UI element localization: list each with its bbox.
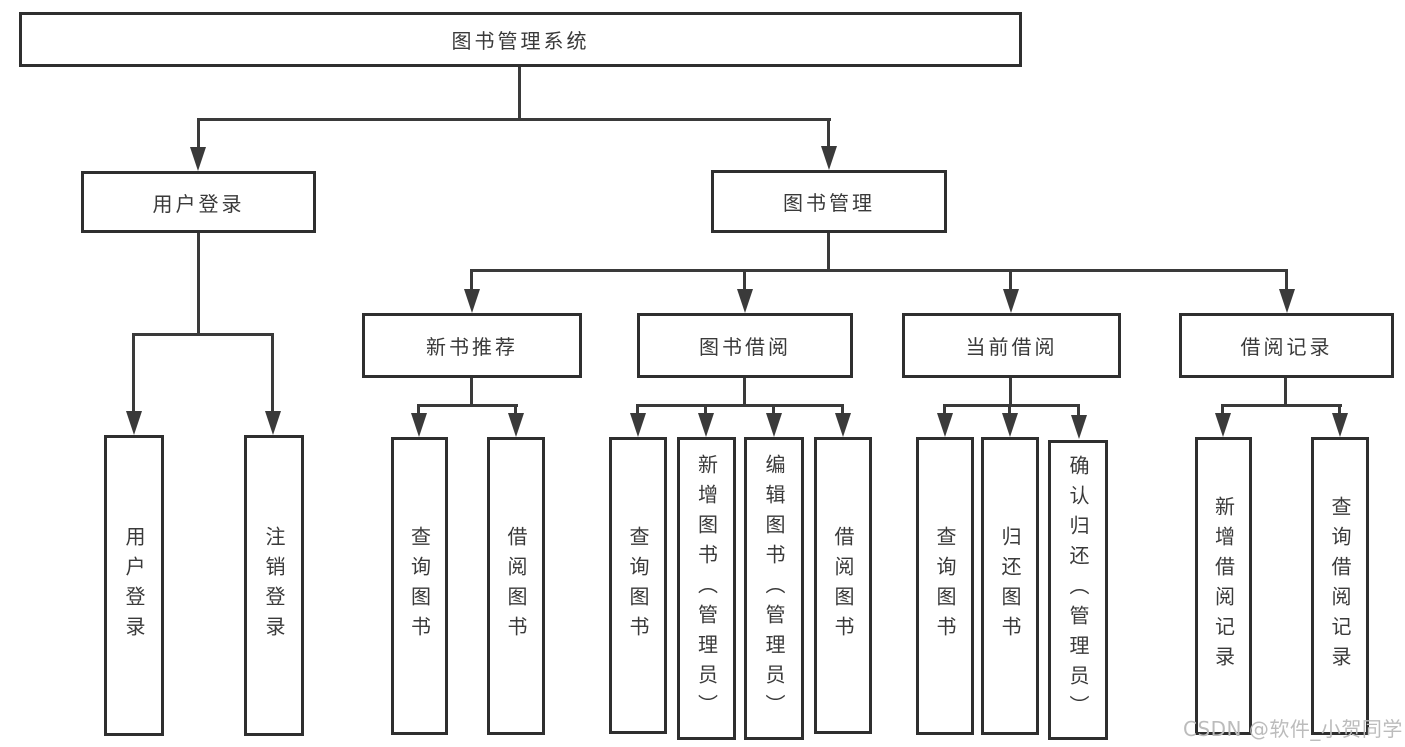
connector-drop-cb3: [1077, 404, 1080, 416]
connector-drop-cb1: [943, 404, 946, 416]
connector-drop-br2: [1338, 404, 1341, 416]
connector-drop-nb1: [417, 404, 420, 416]
connector-drop-bb2: [704, 404, 707, 416]
arrowhead-cb1: [937, 413, 953, 437]
arrowhead-bookborrow: [737, 289, 753, 313]
connector-root-rail: [197, 118, 831, 121]
connector-mgmt-rail: [470, 269, 1288, 272]
arrowhead-br1: [1215, 413, 1231, 437]
arrowhead-bb1: [630, 413, 646, 437]
arrowhead-records: [1279, 289, 1295, 313]
connector-newbook-rail: [417, 404, 518, 407]
node-current-borrow: 当前借阅: [902, 313, 1121, 378]
connector-current-rail: [943, 404, 1080, 407]
leaf-borrow-add-books-admin: 新增图书（管理员）: [677, 437, 736, 740]
connector-drop-leaf-login: [132, 333, 135, 411]
arrowhead-book-mgmt: [821, 146, 837, 170]
node-user-login: 用户登录: [81, 171, 316, 233]
arrowhead-nb1: [411, 413, 427, 437]
arrowhead-newbook: [464, 289, 480, 313]
arrowhead-bb2: [698, 413, 714, 437]
leaf-logout: 注销登录: [244, 435, 304, 736]
arrowhead-leaf-logout: [265, 411, 281, 435]
connector-drop-user-login: [197, 118, 200, 150]
node-borrow-records: 借阅记录: [1179, 313, 1394, 378]
connector-user-stem: [197, 233, 200, 335]
connector-newbook-stem: [470, 378, 473, 407]
connector-user-rail: [132, 333, 274, 336]
leaf-records-query-record: 查询借阅记录: [1311, 437, 1369, 735]
leaf-borrow-query-books: 查询图书: [609, 437, 667, 734]
connector-drop-leaf-logout: [271, 333, 274, 411]
connector-drop-nb2: [514, 404, 517, 416]
connector-borrow-stem: [743, 378, 746, 407]
connector-drop-bookborrow: [743, 269, 746, 291]
arrowhead-currentborrow: [1003, 289, 1019, 313]
connector-drop-cb2: [1008, 404, 1011, 416]
arrowhead-cb3: [1071, 415, 1087, 439]
connector-drop-book-mgmt: [827, 118, 830, 149]
connector-root-stem: [518, 67, 521, 120]
leaf-borrow-edit-books-admin: 编辑图书（管理员）: [744, 437, 804, 740]
connector-records-stem: [1284, 378, 1287, 407]
node-new-book-recommend: 新书推荐: [362, 313, 582, 378]
arrowhead-leaf-login: [126, 411, 142, 435]
csdn-watermark: CSDN @软件_小贺同学: [1183, 717, 1403, 741]
leaf-newbook-query-books: 查询图书: [391, 437, 448, 735]
connector-drop-bb1: [636, 404, 639, 416]
leaf-current-query-books: 查询图书: [916, 437, 974, 735]
connector-borrow-rail: [636, 404, 844, 407]
connector-records-rail: [1221, 404, 1342, 407]
arrowhead-bb3: [766, 413, 782, 437]
leaf-newbook-borrow-books: 借阅图书: [487, 437, 545, 735]
arrowhead-bb4: [835, 413, 851, 437]
leaf-current-return-books: 归还图书: [981, 437, 1039, 735]
connector-drop-bb3: [772, 404, 775, 416]
connector-current-stem: [1009, 378, 1012, 407]
connector-mgmt-stem: [827, 233, 830, 272]
connector-drop-newbook: [470, 269, 473, 291]
node-library-management-system: 图书管理系统: [19, 12, 1022, 67]
connector-drop-currentborrow: [1009, 269, 1012, 291]
arrowhead-cb2: [1002, 413, 1018, 437]
connector-drop-bb4: [841, 404, 844, 416]
leaf-current-confirm-return-admin: 确认归还（管理员）: [1048, 440, 1108, 740]
leaf-borrow-borrow-books: 借阅图书: [814, 437, 872, 734]
leaf-user-login: 用户登录: [104, 435, 164, 736]
node-book-management: 图书管理: [711, 170, 947, 233]
arrowhead-br2: [1332, 413, 1348, 437]
node-book-borrow: 图书借阅: [637, 313, 853, 378]
connector-drop-records: [1285, 269, 1288, 291]
leaf-records-add-record: 新增借阅记录: [1195, 437, 1252, 735]
arrowhead-user-login: [190, 147, 206, 171]
arrowhead-nb2: [508, 413, 524, 437]
connector-drop-br1: [1221, 404, 1224, 416]
